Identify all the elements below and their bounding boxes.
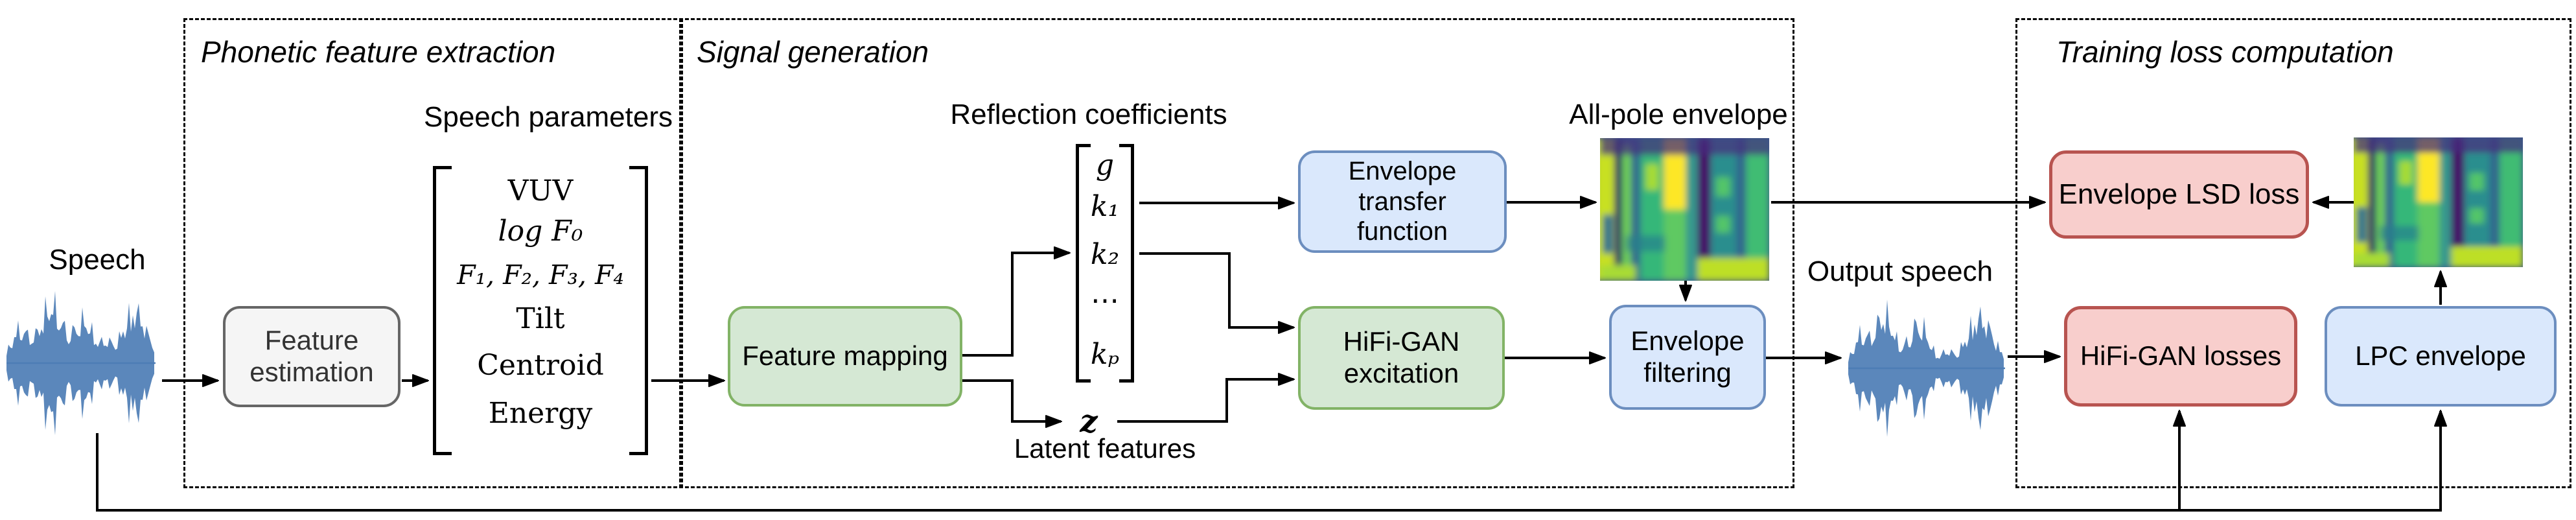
section-training-loss-computation: Training loss computation (2015, 18, 2571, 488)
right-bracket (1119, 144, 1134, 383)
speech-parameters-vector: VUV log F₀ F₁, F₂, F₃, F₄ Tilt Centroid … (433, 166, 648, 455)
hifi-gan-losses-box: HiFi-GAN losses (2064, 306, 2297, 407)
envelope-transfer-function-box: Envelope transfer function (1298, 150, 1507, 253)
vector-row-logf0: log F₀ (498, 215, 583, 248)
feature-estimation-line2: estimation (249, 357, 374, 387)
hifi-gan-excitation-box: HiFi-GAN excitation (1298, 306, 1505, 410)
vector-row-dots: ⋯ (1091, 284, 1119, 317)
lpc-envelope-box: LPC envelope (2325, 306, 2557, 407)
envelope-transfer-line3: function (1356, 217, 1448, 246)
vector-row-kp: kₚ (1090, 338, 1120, 371)
left-bracket (433, 166, 452, 455)
speech-label: Speech (49, 244, 146, 276)
vector-row-g: g (1095, 148, 1115, 182)
arrow-latent-to-hifi-excitation (1117, 373, 1295, 423)
vector-row-centroid: Centroid (477, 349, 604, 382)
section-signal-generation: Signal generation (679, 18, 1794, 488)
line-speech-feedback (96, 410, 2447, 512)
reflection-coefficients-label: Reflection coefficients (950, 99, 1227, 130)
feature-estimation-box: Feature estimation (223, 306, 400, 407)
arrow-feature-mapping-to-coefficients (962, 246, 1071, 357)
section-title-signal: Signal generation (697, 35, 929, 69)
latent-z-symbol: z (1080, 403, 1098, 440)
section-title-training: Training loss computation (2056, 35, 2394, 69)
vector-row-energy: Energy (488, 397, 593, 430)
hifi-gan-excitation-line2: excitation (1343, 358, 1459, 388)
all-pole-envelope-label: All-pole envelope (1569, 99, 1788, 130)
envelope-filtering-line1: Envelope (1630, 325, 1745, 357)
latent-features-label: Latent features (1014, 433, 1196, 464)
vector-row-k2: k₂ (1090, 238, 1120, 271)
hifi-gan-losses-label: HiFi-GAN losses (2080, 340, 2282, 372)
arrow-feature-mapping-to-latent (962, 379, 1062, 428)
feature-estimation-line1: Feature (264, 325, 359, 356)
envelope-transfer-line2: transfer (1358, 187, 1446, 216)
right-bracket (629, 166, 648, 455)
section-title-phonetic: Phonetic feature extraction (201, 35, 556, 69)
envelope-filtering-box: Envelope filtering (1609, 305, 1766, 410)
vector-row-vuv: VUV (507, 174, 574, 207)
reflection-coefficients-vector: g k₁ k₂ ⋯ kₚ (1076, 144, 1134, 383)
vector-row-formants: F₁, F₂, F₃, F₄ (457, 259, 624, 290)
vector-row-tilt: Tilt (516, 302, 565, 335)
arrow-coefficients-to-hifi-excitation (1139, 252, 1295, 334)
lpc-envelope-label: LPC envelope (2355, 340, 2526, 372)
feature-mapping-box: Feature mapping (728, 306, 962, 407)
vector-row-k1: k₁ (1090, 190, 1120, 223)
speech-parameters-label: Speech parameters (424, 101, 673, 133)
hifi-gan-excitation-line1: HiFi-GAN (1343, 326, 1460, 357)
left-bracket (1076, 144, 1091, 383)
feature-mapping-label: Feature mapping (742, 340, 948, 372)
envelope-transfer-line1: Envelope (1348, 157, 1457, 186)
envelope-filtering-line2: filtering (1643, 357, 1732, 388)
output-speech-waveform (1848, 300, 2005, 437)
envelope-lsd-loss-label: Envelope LSD loss (2058, 178, 2300, 211)
input-speech-waveform (6, 290, 156, 436)
section-phonetic-feature-extraction: Phonetic feature extraction (183, 18, 683, 488)
output-speech-label: Output speech (1807, 255, 1993, 287)
envelope-lsd-loss-box: Envelope LSD loss (2049, 150, 2309, 239)
